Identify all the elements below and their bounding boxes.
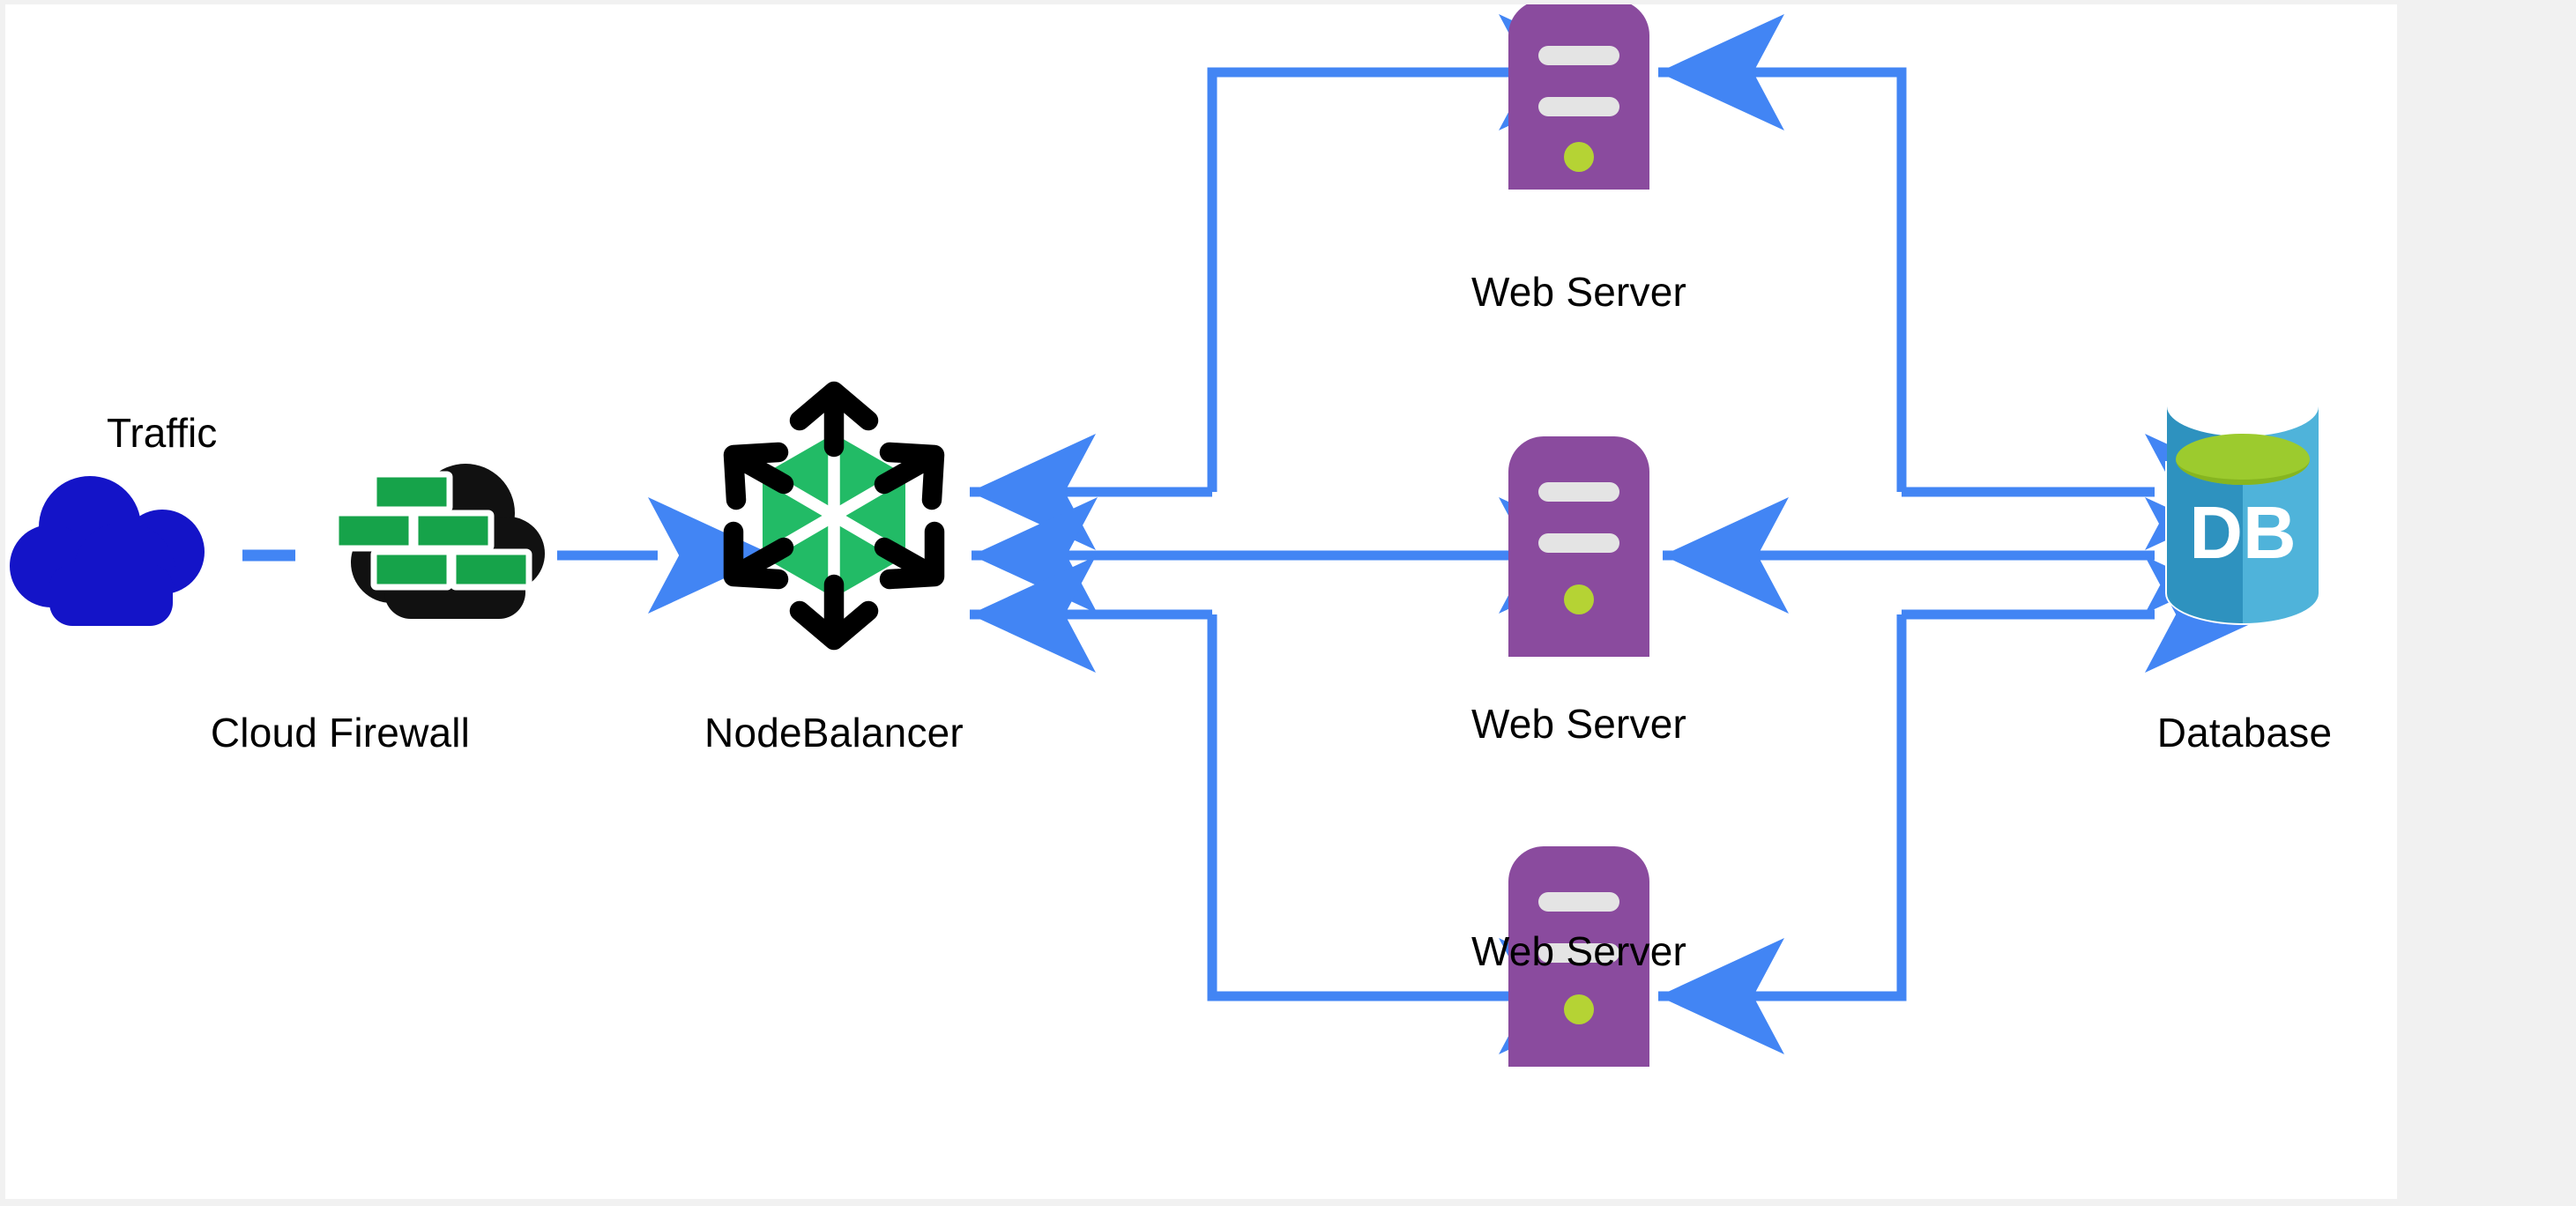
- server-icon: [1508, 436, 1649, 657]
- node-nodebalancer[interactable]: [702, 381, 966, 651]
- node-traffic-cloud[interactable]: [5, 467, 243, 644]
- connector-nodebalancer-to-server-3: [1207, 614, 1625, 1054]
- firewall-icon: [332, 464, 545, 619]
- web-server-3-label: Web Server: [1470, 928, 1687, 974]
- database-label: Database: [2156, 710, 2333, 756]
- node-web-server-1[interactable]: [1508, 4, 1649, 190]
- web-server-1-label: Web Server: [1470, 269, 1687, 315]
- connector-nodebalancer-to-server-1: [1207, 14, 1625, 492]
- server-icon: [1508, 846, 1649, 1067]
- node-cloud-firewall[interactable]: [296, 450, 561, 648]
- database-badge-text: DB: [2189, 491, 2296, 574]
- diagram-canvas: Traffic: [5, 4, 2397, 1199]
- cloud-firewall-label: Cloud Firewall: [210, 710, 471, 756]
- nodebalancer-icon: [723, 381, 945, 651]
- web-server-2-label: Web Server: [1470, 701, 1687, 747]
- connector-database-to-server-1: [1658, 14, 1907, 492]
- node-web-server-3[interactable]: [1508, 846, 1649, 1067]
- cloud-icon: [10, 476, 205, 626]
- node-web-server-2[interactable]: [1508, 436, 1649, 657]
- database-icon: DB: [2165, 406, 2320, 625]
- server-icon: [1508, 4, 1649, 190]
- traffic-label: Traffic: [107, 410, 218, 456]
- connector-layer: [242, 14, 2271, 1054]
- connector-database-to-server-3: [1658, 614, 1907, 1054]
- node-database[interactable]: DB: [2155, 406, 2331, 635]
- nodebalancer-label: NodeBalancer: [704, 710, 964, 756]
